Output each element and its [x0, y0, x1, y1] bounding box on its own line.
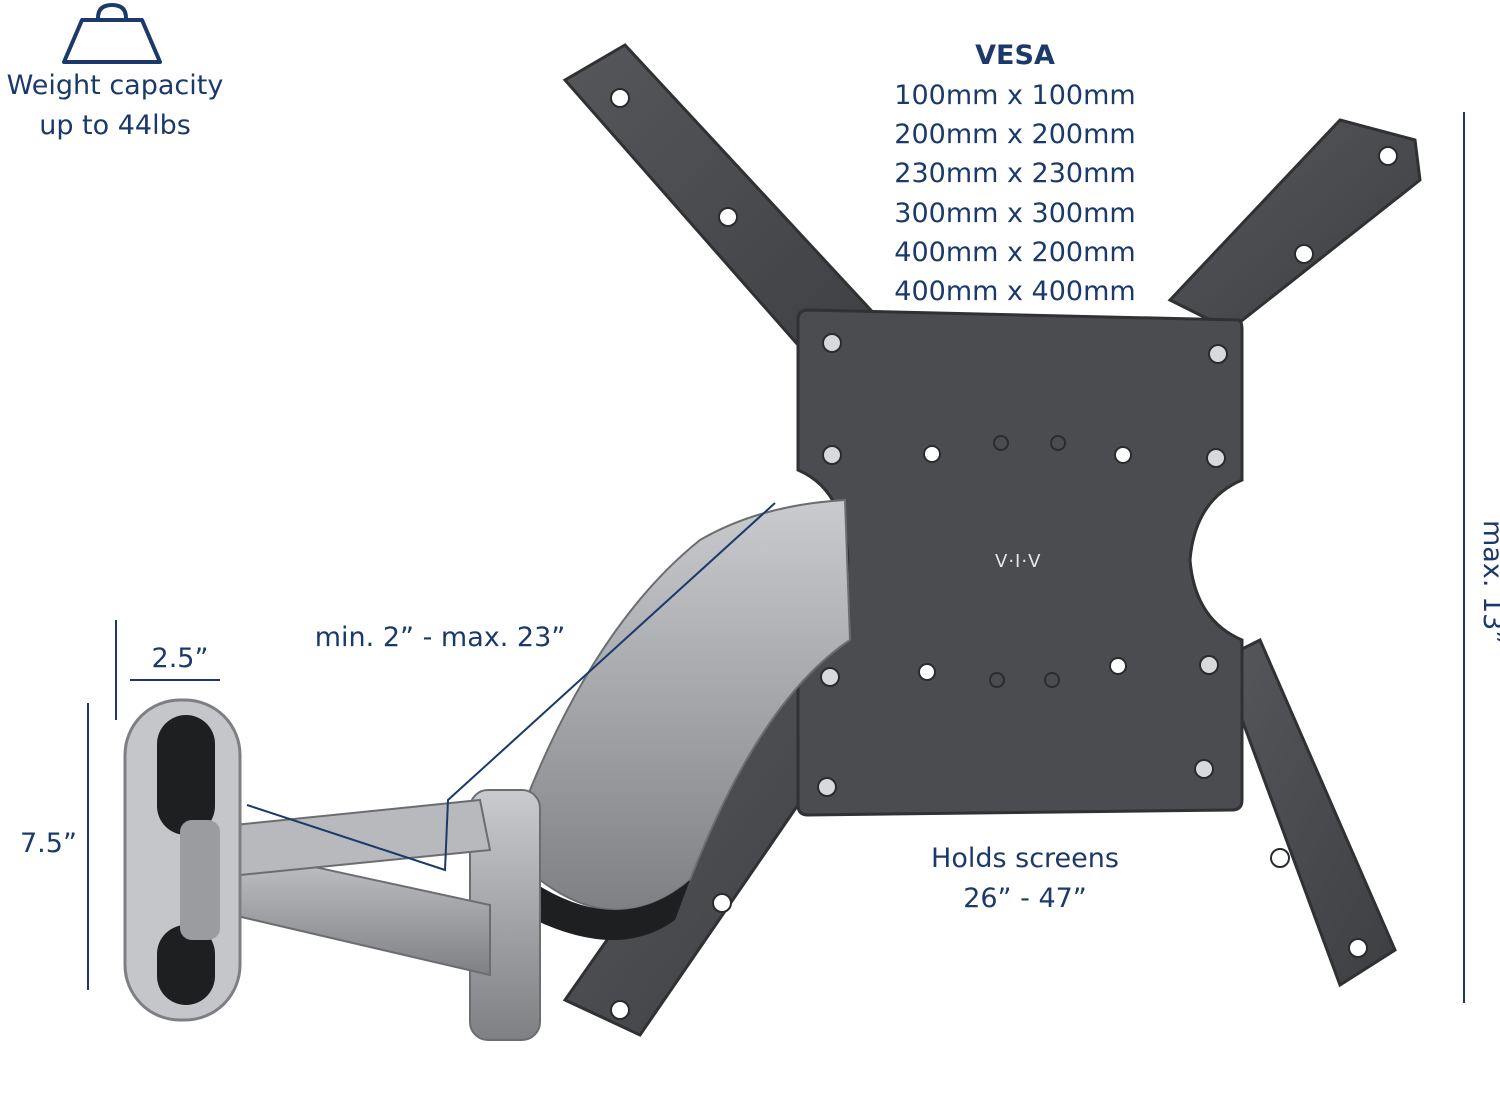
weight-capacity-line2: up to 44lbs — [39, 110, 191, 141]
weight-capacity-line1: Weight capacity — [6, 70, 224, 101]
depth-dimension-label: 2.5” — [151, 643, 209, 674]
holds-screens-line1: Holds screens — [931, 843, 1119, 874]
brand-logo: V·I·V — [995, 551, 1042, 572]
max-height-label: max. 13” — [1477, 520, 1500, 645]
vesa-size: 200mm x 200mm — [894, 119, 1136, 150]
plate-screws — [817, 333, 1228, 797]
height-dimension-label: 7.5” — [20, 828, 77, 859]
vesa-size: 400mm x 400mm — [894, 276, 1136, 307]
vesa-size: 230mm x 230mm — [894, 158, 1136, 189]
vesa-size: 400mm x 200mm — [894, 237, 1136, 268]
holds-screens-line2: 26” - 47” — [963, 883, 1087, 914]
vesa-size: 300mm x 300mm — [894, 198, 1136, 229]
inner-holes — [989, 435, 1066, 688]
vesa-plate — [796, 308, 1244, 817]
vesa-title: VESA — [975, 40, 1055, 71]
mounting-holes — [610, 88, 1398, 1020]
extension-dimension-label: min. 2” - max. 23” — [314, 622, 566, 653]
wall-plate — [123, 698, 242, 1022]
vesa-size: 100mm x 100mm — [894, 80, 1136, 111]
